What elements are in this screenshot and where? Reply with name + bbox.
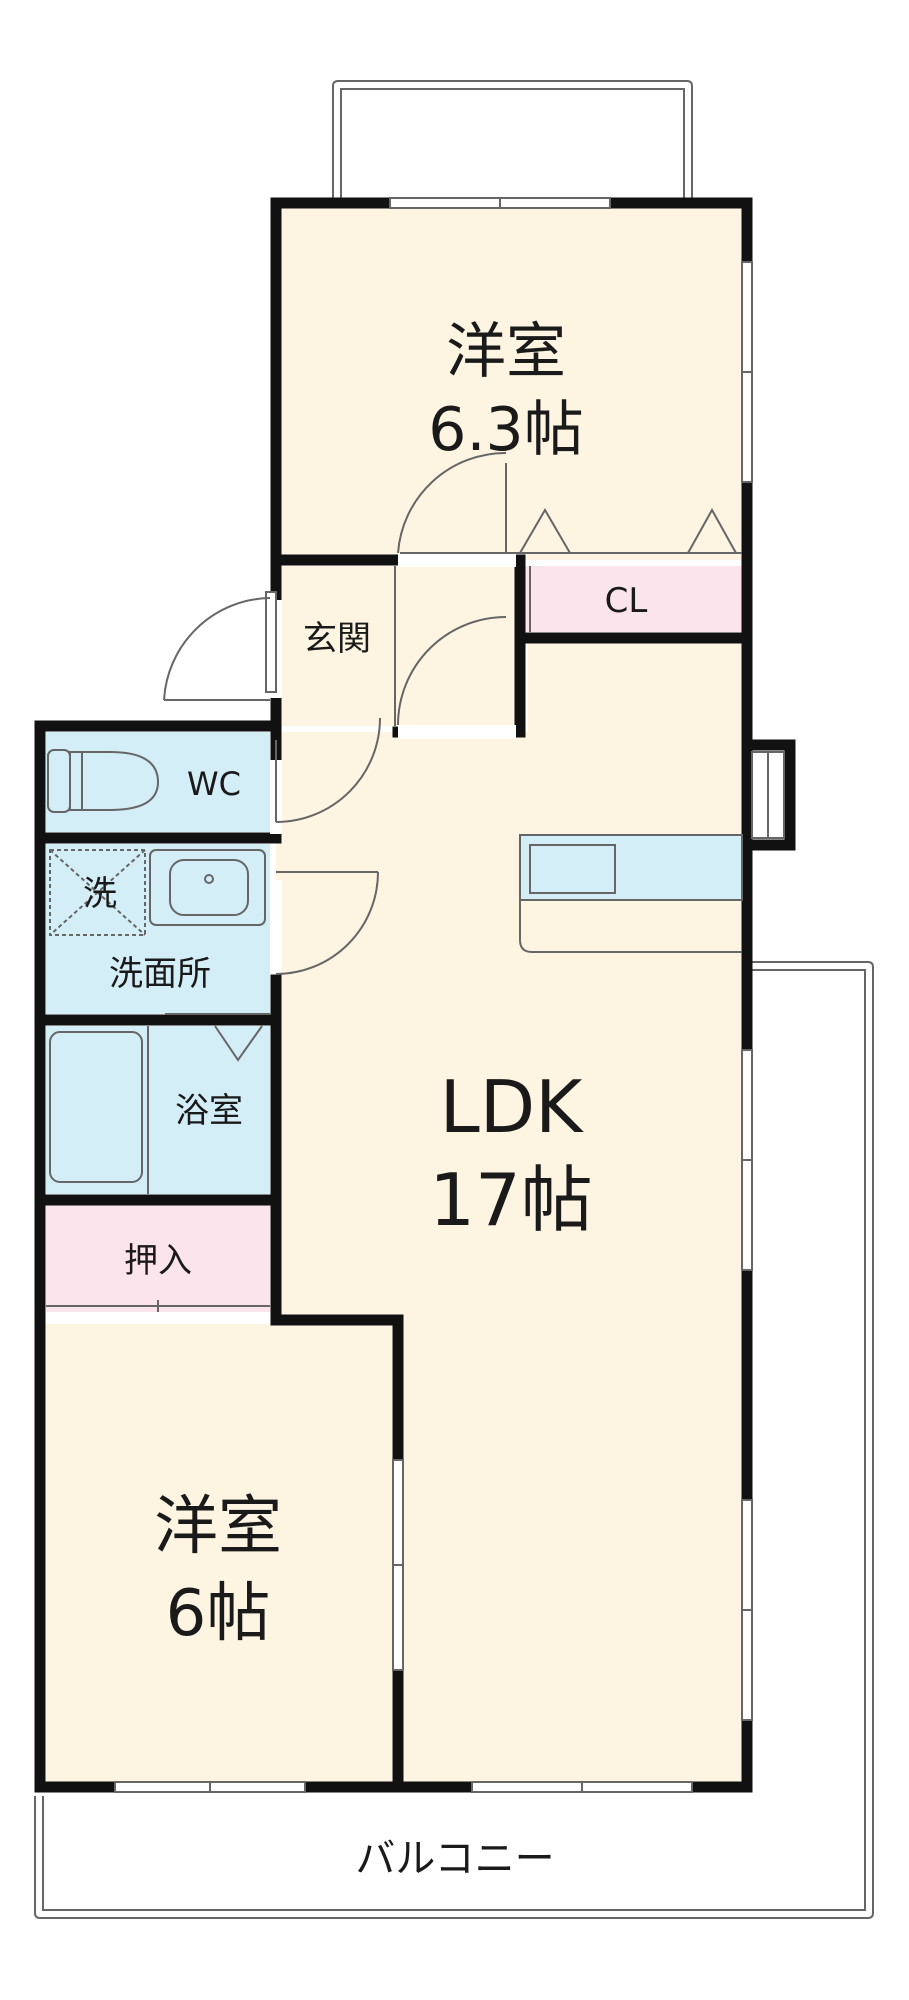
entrance-label: 玄関 (303, 619, 371, 659)
western-room-north-size: 6.3帖 (428, 395, 583, 465)
ldk-name: LDK (440, 1065, 585, 1149)
bathroom-label: 浴室 (175, 1091, 243, 1131)
ldk-floor (276, 638, 742, 1782)
toilet-label: WC (187, 765, 241, 803)
western-room-south-name: 洋室 (154, 1490, 282, 1564)
western-room-south-floor (46, 1324, 392, 1782)
interior-lines (46, 463, 743, 1312)
washroom-label: 洗面所 (109, 954, 211, 994)
balcony-north (332, 80, 693, 202)
western-room-north-floor (276, 208, 742, 560)
storage-label: 押入 (124, 1241, 192, 1281)
western-room-north-name: 洋室 (446, 317, 566, 387)
bathroom-floor (46, 1026, 270, 1194)
ldk-size: 17帖 (429, 1158, 593, 1242)
closet-floor (520, 566, 742, 632)
windows (114, 197, 785, 1793)
entrance-floor (276, 566, 518, 726)
storage-floor (46, 1204, 270, 1312)
washroom-floor (46, 844, 270, 1014)
western-room-south-size: 6帖 (166, 1577, 271, 1651)
door-swings (163, 451, 507, 975)
balcony-east-south (34, 961, 874, 1919)
washing-machine-label: 洗 (83, 874, 117, 914)
closet-label: CL (605, 581, 648, 621)
balcony-label: バルコニー (355, 1836, 554, 1882)
